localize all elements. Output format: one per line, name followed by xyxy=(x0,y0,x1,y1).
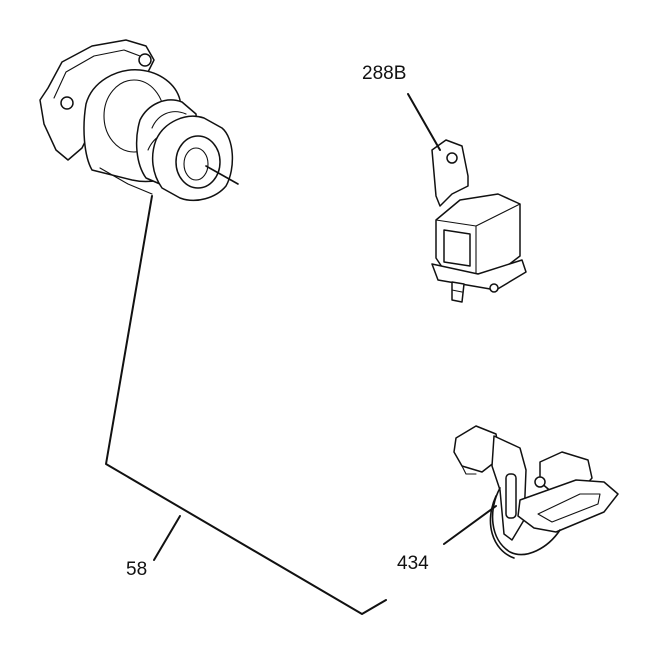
callout-label-288b: 288B xyxy=(362,63,406,84)
leader-line-58 xyxy=(105,195,387,615)
leader-line-288b xyxy=(407,93,441,151)
leader-line-58-tick xyxy=(153,515,181,561)
leader-line-434 xyxy=(443,505,497,545)
relay-part xyxy=(431,139,527,303)
ignition-switch-part xyxy=(39,39,239,202)
connector-part xyxy=(453,425,619,559)
callout-label-434: 434 xyxy=(397,553,429,574)
callout-label-58: 58 xyxy=(126,559,147,580)
